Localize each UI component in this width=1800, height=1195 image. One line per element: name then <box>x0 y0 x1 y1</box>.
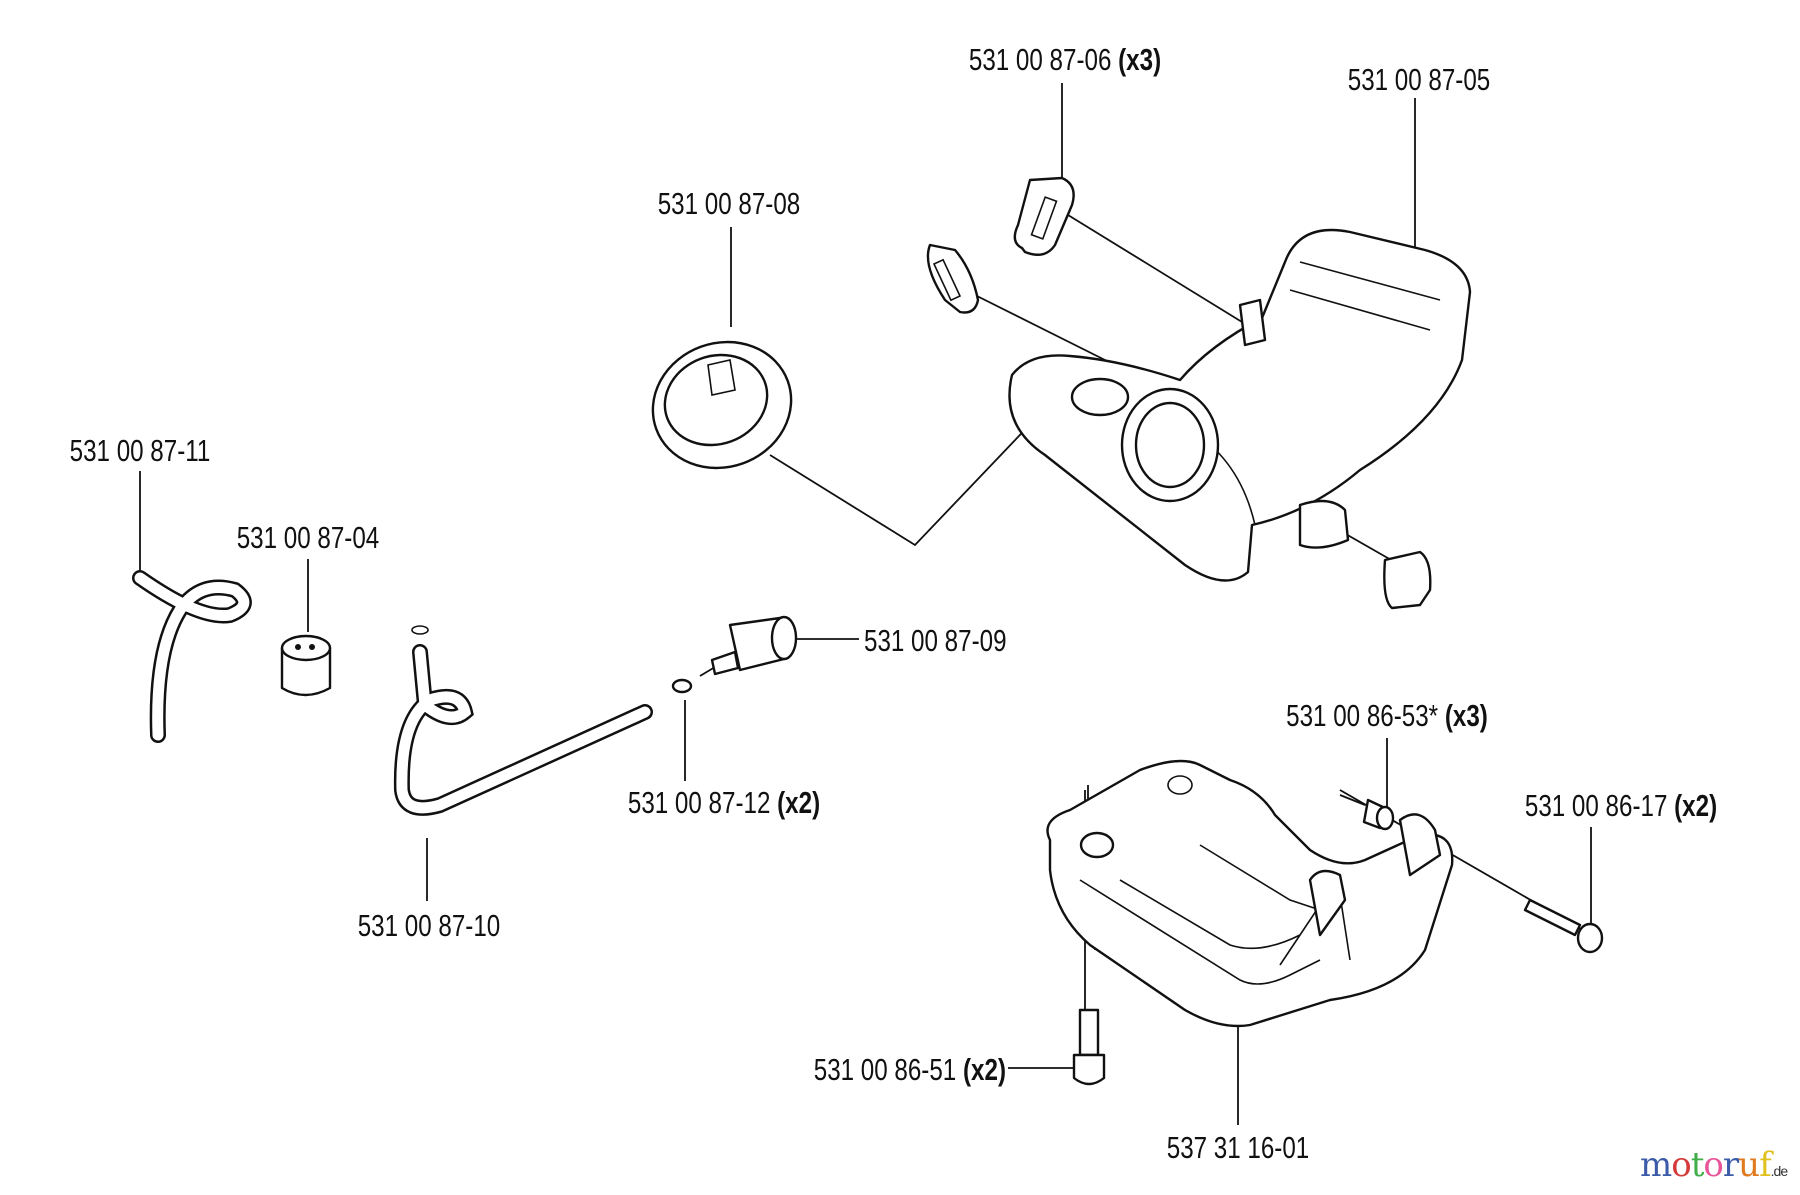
part-label-531-00-87-11: 531 00 87-11 <box>70 435 211 466</box>
quantity: (x2) <box>1674 788 1718 823</box>
watermark-suffix: .de <box>1770 1163 1788 1179</box>
tank-guard <box>1046 759 1454 1028</box>
quantity: (x2) <box>777 785 821 820</box>
part-label-531-00-87-06: 531 00 87-06 (x3) <box>969 44 1161 75</box>
part-label-531-00-87-08: 531 00 87-08 <box>658 188 801 219</box>
fuel-cap <box>651 340 793 470</box>
part-label-531-00-87-05: 531 00 87-05 <box>1348 64 1491 95</box>
part-number: 531 00 87-08 <box>657 186 801 221</box>
part-number: 531 00 87-09 <box>864 623 1007 658</box>
watermark-letter: o <box>1671 1145 1692 1185</box>
watermark-letter: t <box>1690 1145 1705 1185</box>
part-number: 531 00 87-12 <box>627 785 771 820</box>
watermark-letter: r <box>1722 1145 1739 1185</box>
quantity: (x2) <box>962 1052 1006 1087</box>
part-label-531-00-87-04: 531 00 87-04 <box>237 522 380 553</box>
part-label-531-00-86-51: 531 00 86-51 (x2) <box>814 1054 1006 1085</box>
screw-long <box>1523 898 1604 954</box>
fuel-filter <box>699 615 798 677</box>
part-label-531-00-86-17: 531 00 86-17 (x2) <box>1525 790 1717 821</box>
part-number: 531 00 87-10 <box>357 908 501 943</box>
spacer <box>1339 794 1395 831</box>
tube-grommet <box>280 634 332 697</box>
part-number: 531 00 87-05 <box>1347 62 1491 97</box>
grommet <box>926 176 1432 610</box>
part-number: 531 00 87-11 <box>69 433 211 468</box>
part-number: 531 00 86-51 <box>813 1052 957 1087</box>
part-number: 531 00 86-53* <box>1286 698 1439 733</box>
part-label-531-00-86-53: 531 00 86-53* (x3) <box>1286 700 1488 731</box>
clamp <box>671 678 693 694</box>
fuel-tank <box>1008 228 1472 582</box>
part-label-537-31-16-01: 537 31 16-01 <box>1167 1132 1310 1163</box>
part-label-531-00-87-10: 531 00 87-10 <box>358 910 501 941</box>
fuel-line <box>393 625 653 816</box>
watermark-letter: o <box>1703 1145 1724 1185</box>
watermark-letter: f <box>1759 1145 1772 1185</box>
part-label-531-00-87-12: 531 00 87-12 (x2) <box>628 787 820 818</box>
watermark-text: motoruf <box>1640 1145 1772 1185</box>
watermark-letter: u <box>1738 1145 1760 1185</box>
part-number: 537 31 16-01 <box>1166 1130 1310 1165</box>
watermark-letter: m <box>1640 1145 1672 1185</box>
part-label-531-00-87-09: 531 00 87-09 <box>864 625 1007 656</box>
part-number: 531 00 86-17 <box>1524 788 1668 823</box>
part-number: 531 00 87-06 <box>968 42 1112 77</box>
fuel-tube <box>132 570 252 743</box>
part-number: 531 00 87-04 <box>236 520 380 555</box>
watermark-logo: motoruf.de <box>1640 1145 1788 1185</box>
screw-short <box>1072 785 1106 1086</box>
quantity: (x3) <box>1118 42 1162 77</box>
quantity: (x3) <box>1444 698 1488 733</box>
